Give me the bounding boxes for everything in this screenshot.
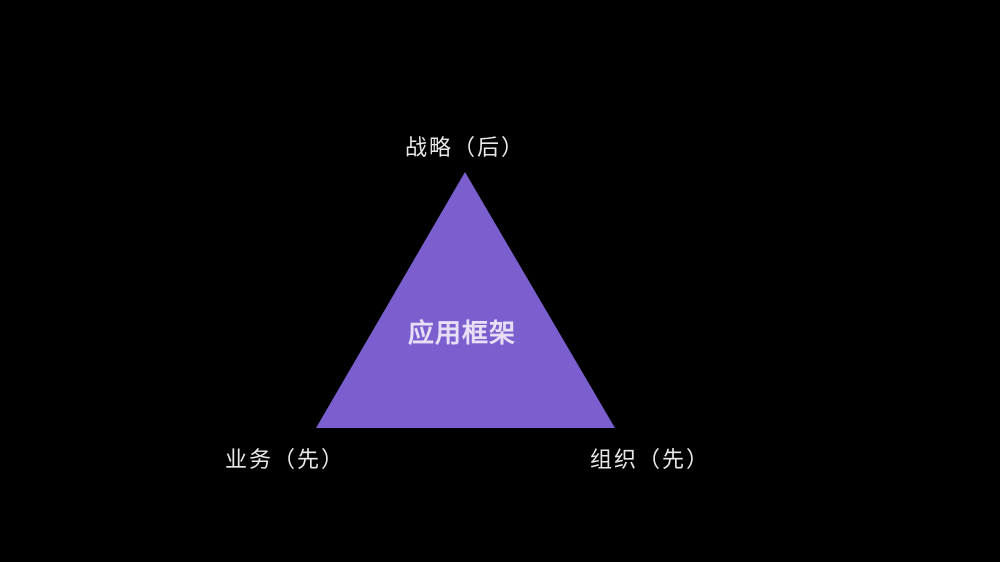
vertex-label-business: 业务（先） [225, 448, 346, 473]
triangle-shape [316, 172, 615, 428]
center-label: 应用框架 [408, 319, 517, 349]
vertex-label-strategy: 战略（后） [405, 136, 526, 161]
vertex-label-organization: 组织（先） [590, 448, 711, 473]
